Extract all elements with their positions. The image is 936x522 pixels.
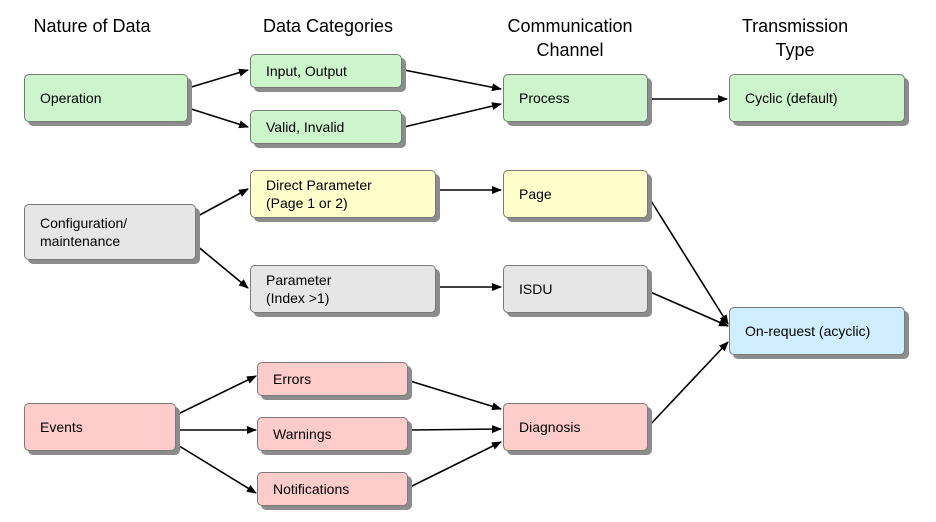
node-valid-invalid: Valid, Invalid [250,110,402,144]
node-process: Process [503,74,648,122]
header-data-categories: Data Categories [262,16,394,36]
node-cyclic-default: Cyclic (default) [729,74,905,122]
node-page: Page [503,170,648,218]
node-input-output: Input, Output [250,54,402,88]
node-parameter: Parameter (Index >1) [250,265,436,313]
arrow-operation-to-input-output [187,68,249,89]
arrow-events-to-errors [175,375,257,416]
node-direct-parameter: Direct Parameter (Page 1 or 2) [250,170,436,218]
header-communication-channel: Communication Channel [507,16,633,60]
header-nature-of-data: Nature of Data [33,16,151,36]
arrow-valid-invalid-to-process [403,102,502,128]
node-configuration-maintenance: Configuration/ maintenance [24,204,196,260]
arrow-input-output-to-process [403,69,502,92]
node-errors: Errors [257,362,408,396]
node-diagnosis: Diagnosis [503,403,648,451]
arrow-diagnosis-to-on-request [647,341,729,428]
arrow-events-to-notifications [175,443,257,494]
node-warnings: Warnings [257,417,408,451]
arrow-configuration-to-parameter [195,244,249,289]
arrow-warnings-to-diagnosis [409,425,502,434]
node-events: Events [24,403,176,451]
node-operation: Operation [24,74,188,122]
arrow-isdu-to-on-request [647,290,729,327]
arrow-operation-to-valid-invalid [187,107,249,129]
node-notifications: Notifications [257,472,408,506]
arrow-configuration-to-direct-parameter [195,188,249,218]
arrow-errors-to-diagnosis [409,380,502,411]
node-on-request-acyclic: On-request (acyclic) [729,307,905,355]
arrow-page-to-on-request [647,195,729,325]
header-transmission-type: Transmission Type [741,16,849,60]
node-isdu: ISDU [503,265,648,313]
arrow-notifications-to-diagnosis [409,441,502,488]
